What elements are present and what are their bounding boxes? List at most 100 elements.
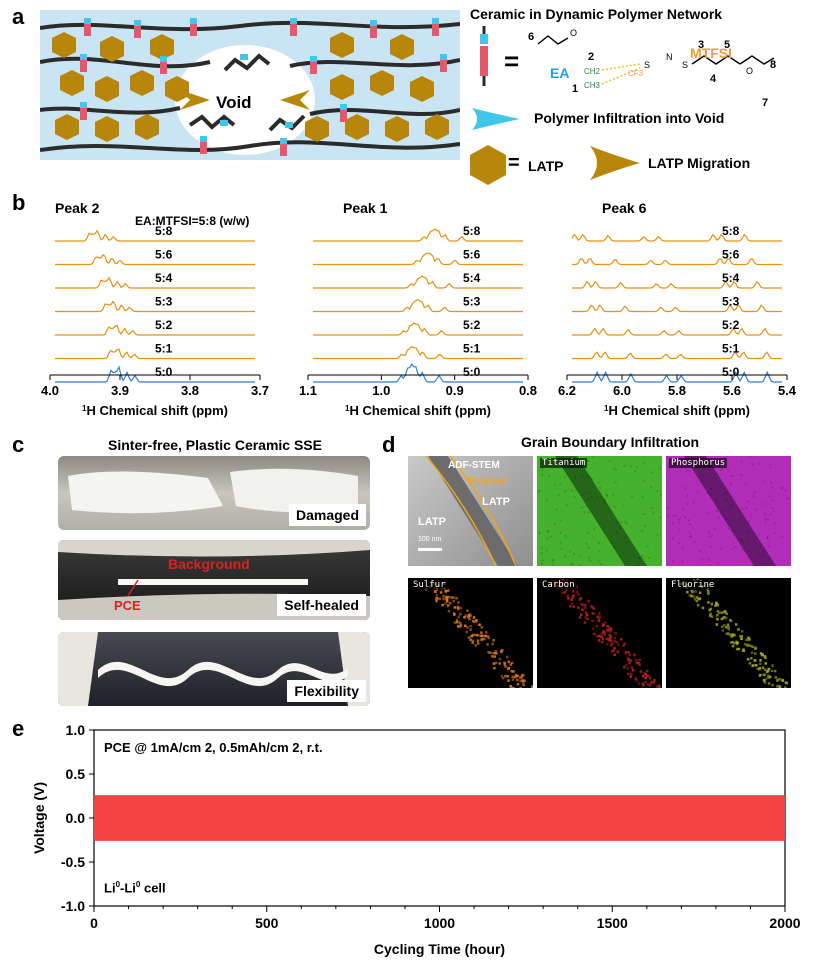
- element-signal: [598, 635, 601, 638]
- element-signal: [591, 606, 594, 609]
- noise-dot: [684, 516, 686, 518]
- element-signal: [642, 675, 645, 678]
- noise-dot: [765, 518, 767, 520]
- ratio-label: 5:8: [722, 224, 740, 238]
- element-signal: [609, 630, 612, 633]
- noise-dot: [710, 493, 712, 495]
- svg-text:O: O: [570, 28, 577, 38]
- element-signal: [737, 648, 740, 651]
- noise-dot: [657, 534, 659, 536]
- element-signal: [694, 590, 697, 593]
- noise-dot: [560, 532, 562, 534]
- noise-dot: [667, 507, 669, 509]
- element-signal: [722, 629, 725, 632]
- element-signal: [446, 598, 449, 601]
- element-signal: [725, 626, 728, 629]
- noise-dot: [742, 508, 744, 510]
- svg-text:N: N: [666, 52, 673, 62]
- element-signal: [717, 610, 720, 613]
- element-signal: [697, 598, 700, 601]
- noise-dot: [747, 531, 749, 533]
- noise-dot: [586, 492, 588, 494]
- element-signal: [762, 667, 765, 670]
- element-signal: [775, 676, 778, 679]
- element-signal: [448, 610, 451, 613]
- element-signal: [598, 618, 601, 621]
- element-signal: [723, 616, 726, 619]
- noise-dot: [641, 530, 643, 532]
- element-signal: [653, 679, 656, 682]
- element-signal: [579, 598, 582, 601]
- noise-dot: [708, 532, 710, 534]
- svg-text:CH2: CH2: [584, 67, 601, 76]
- noise-dot: [560, 483, 562, 485]
- element-signal: [487, 651, 490, 654]
- noise-dot: [638, 557, 640, 559]
- element-signal: [610, 636, 613, 639]
- element-signal: [768, 668, 771, 671]
- element-signal: [784, 681, 787, 684]
- element-signal: [517, 683, 520, 686]
- element-signal: [492, 639, 495, 642]
- noise-dot: [643, 480, 645, 482]
- noise-dot: [769, 467, 771, 469]
- noise-dot: [604, 502, 606, 504]
- element-signal: [628, 654, 631, 657]
- noise-dot: [566, 504, 568, 506]
- x-tick-label: 0: [90, 915, 98, 931]
- spectrum-line: [313, 300, 523, 312]
- legend-infiltration: Polymer Infiltration into Void: [534, 110, 724, 126]
- element-signal: [644, 677, 647, 680]
- element-signal: [516, 679, 519, 682]
- noise-dot: [600, 563, 602, 565]
- spectrum-line: [572, 352, 782, 358]
- spectrum-line: [313, 276, 523, 288]
- element-signal: [464, 614, 467, 617]
- element-signal: [469, 628, 472, 631]
- element-signal: [466, 609, 469, 612]
- element-signal: [632, 669, 635, 672]
- element-signal: [487, 635, 490, 638]
- noise-dot: [774, 522, 776, 524]
- ratio-label: 5:2: [463, 318, 481, 332]
- element-signal: [651, 681, 654, 684]
- element-signal: [577, 606, 580, 609]
- element-signal: [749, 644, 752, 647]
- tick-label: 5.4: [778, 383, 797, 398]
- element-signal: [645, 681, 648, 684]
- noise-dot: [718, 517, 720, 519]
- element-signal: [638, 659, 641, 662]
- noise-dot: [681, 561, 683, 563]
- element-signal: [442, 598, 445, 601]
- element-signal: [736, 642, 739, 645]
- element-signal: [627, 651, 630, 654]
- noise-dot: [647, 545, 649, 547]
- element-signal: [771, 670, 774, 673]
- noise-dot: [541, 552, 543, 554]
- noise-dot: [734, 546, 736, 548]
- element-signal: [471, 642, 474, 645]
- noise-dot: [711, 535, 713, 537]
- noise-dot: [581, 507, 583, 509]
- noise-dot: [716, 473, 718, 475]
- element-signal: [522, 681, 525, 684]
- element-signal: [771, 664, 774, 667]
- photo-flexibility: Flexibility: [58, 632, 370, 706]
- element-signal: [711, 603, 714, 606]
- noise-dot: [593, 456, 595, 458]
- annot-pce: PCE: [114, 598, 141, 613]
- element-signal: [633, 653, 636, 656]
- noise-dot: [756, 508, 758, 510]
- noise-dot: [708, 559, 710, 561]
- element-signal: [486, 643, 489, 646]
- element-signal: [760, 652, 763, 655]
- noise-dot: [679, 517, 681, 519]
- element-signal: [490, 652, 493, 655]
- svg-text:CF3: CF3: [628, 69, 644, 78]
- element-signal: [581, 604, 584, 607]
- noise-dot: [613, 546, 615, 548]
- element-signal: [459, 613, 462, 616]
- element-signal: [580, 614, 583, 617]
- element-signal: [510, 663, 512, 666]
- element-signal: [458, 621, 461, 624]
